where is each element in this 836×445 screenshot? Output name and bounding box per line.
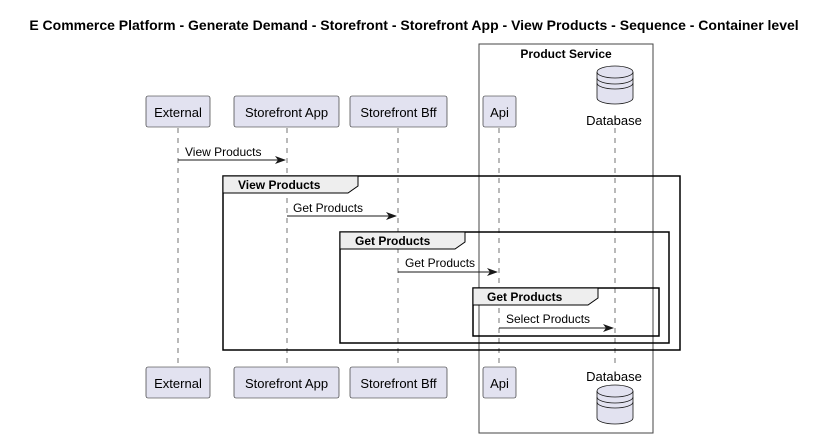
participant-storefront-app-bottom: Storefront App <box>233 366 340 399</box>
participant-label: Storefront App <box>245 105 328 120</box>
arrow-head-icon <box>386 212 397 220</box>
arrow-head-icon <box>275 156 286 164</box>
group-frame-get-products-api: Get Products <box>472 287 660 337</box>
participant-database-label-top: Database <box>586 113 642 128</box>
participant-label: External <box>154 376 202 391</box>
boundary-label: Product Service <box>520 47 612 61</box>
group-frame-view-products: View Products <box>222 175 681 351</box>
participant-external-top: External <box>145 95 211 128</box>
message-label: Get Products <box>405 256 475 270</box>
message-label: Select Products <box>506 312 590 326</box>
message-label: Get Products <box>293 201 363 215</box>
participant-external-bottom: External <box>145 366 211 399</box>
participant-label: External <box>154 105 202 120</box>
arrow-head-icon <box>487 268 498 276</box>
arrow-head-icon <box>603 324 614 332</box>
diagram-title: E Commerce Platform - Generate Demand - … <box>29 17 798 33</box>
participant-storefront-bff-top: Storefront Bff <box>349 95 448 128</box>
participant-label: Storefront Bff <box>360 376 437 391</box>
product-service-boundary <box>478 43 654 434</box>
group-frame-get-products-bff: Get Products <box>339 231 670 344</box>
participant-label: Api <box>490 376 509 391</box>
database-icon <box>596 384 634 425</box>
database-icon <box>596 65 634 105</box>
group-label: Get Products <box>355 234 431 248</box>
participant-api-top: Api <box>482 95 517 128</box>
participant-api-bottom: Api <box>482 366 517 399</box>
participant-label: Storefront App <box>245 376 328 391</box>
participant-label: Storefront Bff <box>360 105 437 120</box>
participant-database-label-bottom: Database <box>586 369 642 384</box>
participant-storefront-bff-bottom: Storefront Bff <box>349 366 448 399</box>
participant-label: Api <box>490 105 509 120</box>
group-label: Get Products <box>487 290 563 304</box>
message-label: View Products <box>185 145 261 159</box>
group-label: View Products <box>238 178 321 192</box>
participant-storefront-app-top: Storefront App <box>233 95 340 128</box>
